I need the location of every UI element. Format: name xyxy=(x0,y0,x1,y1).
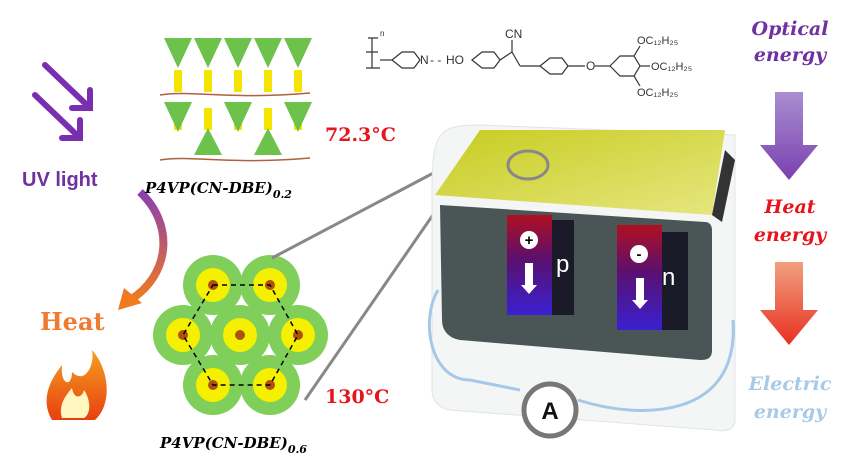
ammeter-label: A xyxy=(541,398,558,425)
optical-to-heat-arrow-icon xyxy=(760,92,818,180)
mesogen-cone xyxy=(284,102,312,132)
polymer-backbone xyxy=(159,92,311,97)
heat-label: Heat xyxy=(40,307,105,336)
alkoxy-3: OC₁₂H₂₅ xyxy=(637,87,678,99)
mesogen-rod xyxy=(294,70,302,92)
alkoxy-1: OC₁₂H₂₅ xyxy=(637,35,678,47)
mesogen-cone xyxy=(224,102,252,132)
pyridine-n: N xyxy=(420,53,429,67)
n-type-label: n xyxy=(662,264,675,291)
uv-to-heat-arrow-icon xyxy=(118,189,168,310)
lamellar-structure-illustration xyxy=(159,38,312,162)
negative-charge-symbol: - xyxy=(637,246,642,263)
lamellar-temperature: 72.3°C xyxy=(325,124,396,146)
uv-light-label: UV light xyxy=(22,169,98,191)
p-type-label: p xyxy=(556,251,569,278)
lamellar-label: P4VP(CN-DBE)0.2 xyxy=(144,179,292,201)
alkoxy-2: OC₁₂H₂₅ xyxy=(651,61,692,73)
positive-charge-icon xyxy=(520,231,538,249)
heat-to-electric-arrow-icon xyxy=(760,262,818,345)
uv-light-arrows-icon xyxy=(32,62,93,141)
mesogen-cone xyxy=(194,128,222,155)
mesogen-rod xyxy=(204,70,212,92)
n-type-leg xyxy=(617,225,662,330)
hexagonal-label: P4VP(CN-DBE)0.6 xyxy=(159,434,307,456)
mesogen-cone xyxy=(254,38,282,68)
positive-charge-symbol: + xyxy=(525,232,534,249)
hexagonal-structure-illustration xyxy=(153,255,328,415)
ether-o: O xyxy=(586,59,595,73)
thermoelectric-device: + - p n A xyxy=(427,124,736,439)
negative-charge-icon xyxy=(630,245,648,263)
mesogen-cone xyxy=(254,128,282,155)
hexagonal-temperature: 130°C xyxy=(325,386,389,408)
mesogen-cone xyxy=(164,38,192,68)
mesogen-cone xyxy=(194,38,222,68)
magnification-lines xyxy=(271,166,457,401)
mesogen-rod xyxy=(174,70,182,92)
mesogen-cone xyxy=(224,38,252,68)
mesogen-rod xyxy=(264,108,272,130)
ammeter-icon xyxy=(521,381,579,439)
hydrogen-bond: - - xyxy=(430,53,441,67)
column-core xyxy=(235,330,245,340)
hexagonal-lattice-outline xyxy=(182,284,299,386)
charge-flow-arrows-icon xyxy=(521,263,648,309)
repeat-unit-n: n xyxy=(380,29,384,38)
magnifier-circle xyxy=(506,149,550,181)
mesogen-rod xyxy=(234,70,242,92)
external-circuit-wire xyxy=(427,289,735,412)
mesogen-rod xyxy=(204,108,212,130)
mesogen-rod xyxy=(264,70,272,92)
hydroxyl: HO xyxy=(446,53,464,67)
column-core xyxy=(293,330,303,340)
fire-icon xyxy=(46,350,107,420)
chemical-structure-labels: n N - - HO CN O OC₁₂H₂₅ OC₁₂H₂₅ OC₁₂H₂₅ xyxy=(380,27,692,99)
mesogen-cone xyxy=(284,38,312,68)
mesogen-cone xyxy=(164,102,192,132)
column-core xyxy=(178,330,188,340)
photothermal-layer xyxy=(435,130,725,215)
chemical-structure xyxy=(366,37,650,87)
polymer-backbone xyxy=(159,157,311,162)
cyano: CN xyxy=(505,27,522,41)
